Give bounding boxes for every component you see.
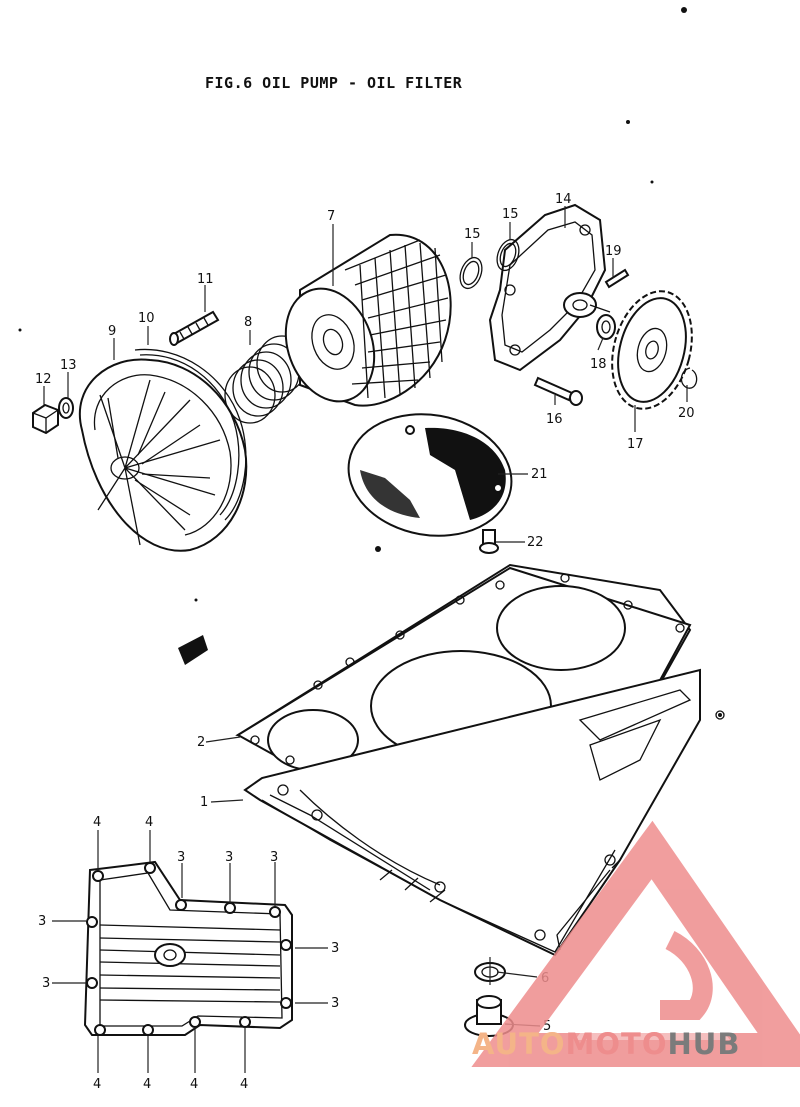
inset-callout: 4	[240, 1077, 248, 1092]
washer	[58, 397, 74, 419]
callout-22: 22	[527, 535, 544, 550]
watermark-moto: MOTO	[565, 1027, 668, 1061]
callout-14: 14	[555, 192, 572, 207]
callout-1: 1	[200, 795, 208, 810]
callout-20: 20	[678, 406, 695, 421]
inset-callout: 3	[177, 850, 185, 865]
callout-labels: 2 1 6 5 7 8 9 10 11 12 13 14 15 15 16 17…	[35, 192, 695, 1092]
oil-filter-element	[284, 233, 452, 407]
scan-specks	[18, 7, 722, 717]
cover-gasket	[347, 413, 513, 537]
callout-7: 7	[327, 209, 335, 224]
inset-callout: 4	[93, 1077, 101, 1092]
inset-callout: 4	[143, 1077, 151, 1092]
inset-callout: 4	[190, 1077, 198, 1092]
watermark-text: AUTOMOTOHUB	[472, 1027, 740, 1061]
callout-19: 19	[605, 244, 622, 259]
watermark-auto: AUTO	[472, 1027, 566, 1061]
inset-callout: 4	[145, 815, 153, 830]
callout-17: 17	[627, 437, 644, 452]
pump-driven-gear	[611, 290, 693, 410]
leader-lines	[43, 206, 688, 1073]
oil-pan-bottom-view	[83, 860, 293, 1036]
inset-callout: 3	[38, 914, 46, 929]
callout-15a: 15	[464, 227, 481, 242]
callout-9: 9	[108, 324, 116, 339]
long-bolt	[169, 310, 220, 346]
oil-filter-cover	[79, 358, 248, 552]
inset-callout: 3	[42, 976, 50, 991]
callout-10: 10	[138, 311, 155, 326]
direction-marker	[178, 635, 208, 665]
figure-title: FIG.6 OIL PUMP - OIL FILTER	[205, 74, 463, 92]
pump-bolt	[533, 376, 583, 406]
shaft-washer	[596, 314, 616, 340]
small-bolt	[479, 529, 499, 554]
inset-callout: 4	[93, 815, 101, 830]
callout-18: 18	[590, 357, 607, 372]
cap-nut	[32, 403, 59, 435]
inset-callout: 3	[331, 996, 339, 1011]
callout-15b: 15	[502, 207, 519, 222]
callout-13: 13	[60, 358, 77, 373]
callout-8: 8	[244, 315, 252, 330]
callout-2: 2	[197, 735, 205, 750]
circlip	[680, 367, 698, 389]
inset-callout: 3	[225, 850, 233, 865]
watermark-logo	[471, 820, 800, 1067]
o-ring-b	[496, 238, 520, 272]
inset-callout: 3	[331, 941, 339, 956]
callout-11: 11	[197, 272, 214, 287]
callout-21: 21	[531, 467, 548, 482]
o-ring-a	[459, 256, 483, 290]
cover-o-ring	[134, 348, 247, 521]
oil-pump-body	[488, 203, 611, 372]
inset-callout: 3	[270, 850, 278, 865]
dowel-pin	[604, 268, 630, 289]
callout-16: 16	[546, 412, 563, 427]
callout-12: 12	[35, 372, 52, 387]
oil-pan	[243, 668, 725, 957]
watermark-hub: HUB	[667, 1027, 741, 1061]
callout-5: 5	[543, 1019, 551, 1034]
